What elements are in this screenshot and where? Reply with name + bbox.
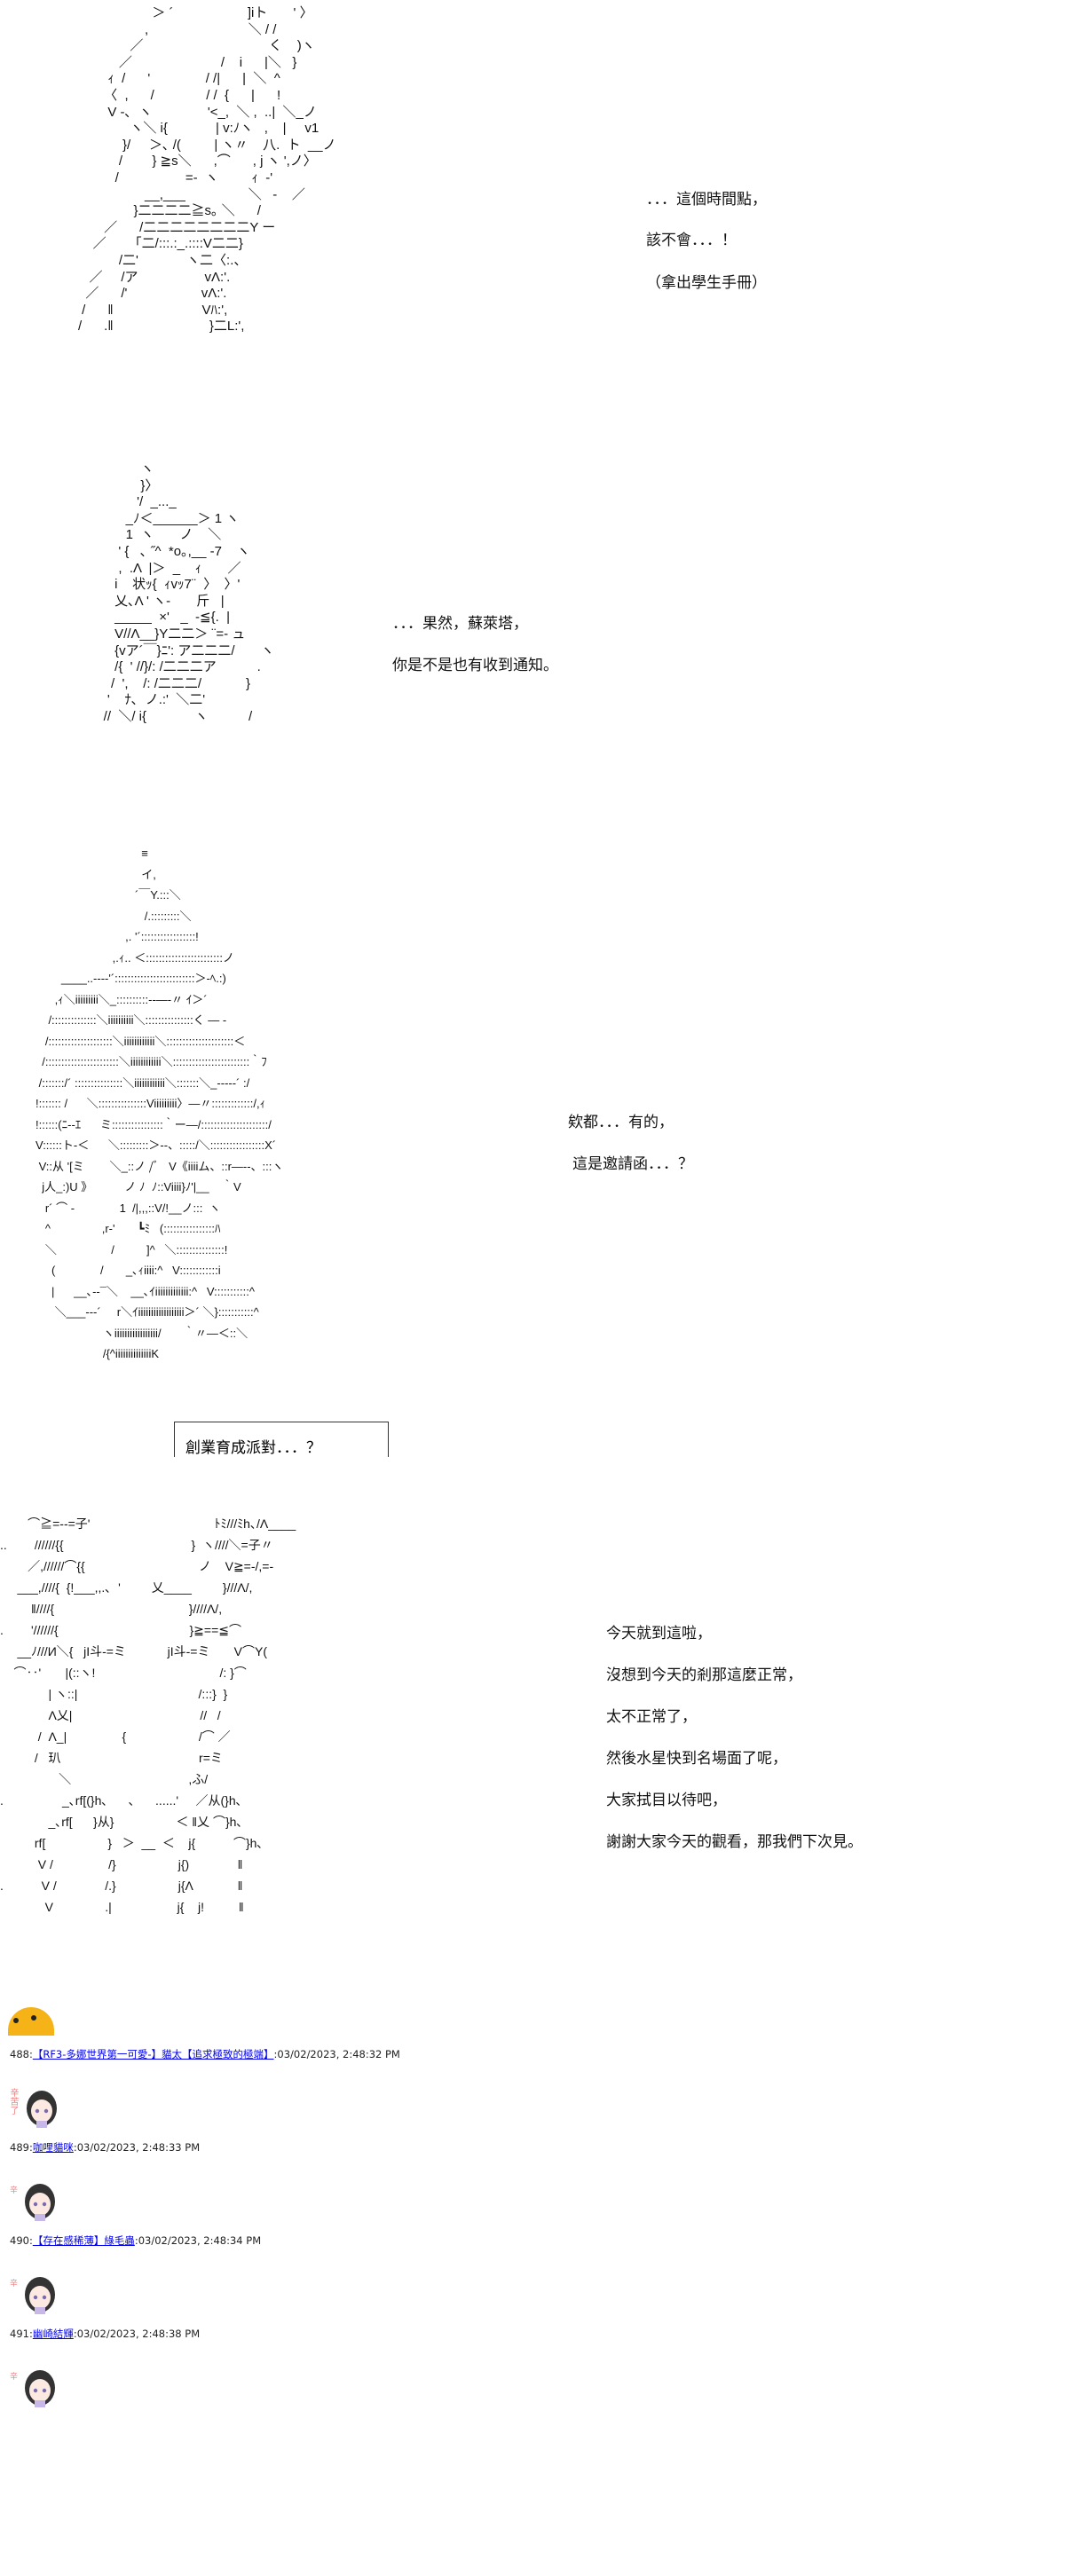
dialogue-line: 這是邀請函．．．？ bbox=[572, 1155, 693, 1173]
dialogue-scene-1: ．．．這個時間點， 該不會．．．！ （拿出學生手冊） bbox=[646, 179, 767, 305]
dialogue-scene-2: ．．．果然，蘇萊塔， 你是不是也有收到通知。 bbox=[392, 603, 558, 687]
dialogue-line: 今天就到這啦， bbox=[606, 1625, 712, 1642]
ascii-art-scene-4: ⌒≧=--=子' ﾄﾐ///ﾐh､/Λ____ .. //////{{ } ヽ/… bbox=[0, 1516, 296, 1914]
comment-time: :03/02/2023, 2:48:32 PM bbox=[273, 2048, 400, 2060]
comment-time: :03/02/2023, 2:48:33 PM bbox=[73, 2141, 201, 2154]
ascii-art-scene-2: ヽ }〉 '/ _..._ _ﾉ＜______＞ 1 ヽ 1 ヽ ノ ＼ ' {… bbox=[103, 461, 274, 724]
avatar-sticker-icon: 辛 bbox=[8, 2180, 59, 2221]
dialogue-line: 欸都．．．有的， bbox=[568, 1114, 674, 1131]
yellow-blob-sticker-icon bbox=[8, 2007, 54, 2036]
comment-meta: 490:【存在感稀薄】綠毛蟲:03/02/2023, 2:48:34 PM bbox=[10, 2233, 261, 2248]
avatar-sticker-icon: 辛 bbox=[8, 2367, 59, 2407]
comment-author-link[interactable]: 幽崎結輝 bbox=[32, 2328, 74, 2340]
sticker-text: 辛苦了 bbox=[8, 2088, 18, 2115]
dialogue-line: 然後水星快到名場面了呢， bbox=[606, 1750, 787, 1768]
dialogue-line: 謝謝大家今天的觀看，那我們下次見。 bbox=[606, 1833, 863, 1851]
ascii-art-scene-1: ＞ ´ ]iト ' 〉 , ＼ / / ／ く )ヽ ／ / i |＼ } bbox=[78, 5, 336, 335]
dialogue-scene-4: 今天就到這啦， 沒想到今天的剎那這麼正常， 太不正常了， 然後水星快到名場面了呢… bbox=[606, 1613, 863, 1863]
avatar-sticker-icon: 辛苦了 bbox=[8, 2087, 59, 2128]
dialogue-scene-3: 欸都．．．有的， 這是邀請函．．．？ bbox=[568, 1102, 693, 1186]
dialogue-line: 該不會．．．！ bbox=[646, 232, 737, 249]
comment-author-link[interactable]: 【RF3-多娜世界第一可愛-】貓太【追求極致的極端】 bbox=[32, 2048, 274, 2060]
comment-number: 488: bbox=[10, 2048, 33, 2060]
comment-time: :03/02/2023, 2:48:34 PM bbox=[134, 2234, 262, 2247]
dialogue-line: 沒想到今天的剎那這麼正常， bbox=[606, 1666, 802, 1684]
comment-meta: 488:【RF3-多娜世界第一可愛-】貓太【追求極致的極端】:03/02/202… bbox=[10, 2047, 400, 2061]
comment-number: 490: bbox=[10, 2234, 33, 2247]
caption-text: 創業育成派對．．．？ bbox=[185, 1439, 321, 1457]
dialogue-line: 太不正常了， bbox=[606, 1708, 697, 1726]
comment-time: :03/02/2023, 2:48:38 PM bbox=[73, 2328, 201, 2340]
ascii-art-scene-3: ≡ イ, ´￣Y.:::＼ /.:::::::::＼ ,. '´::::::::… bbox=[36, 847, 284, 1360]
avatar-sticker-icon: 辛 bbox=[8, 2273, 59, 2314]
comment-author-link[interactable]: 【存在感稀薄】綠毛蟲 bbox=[32, 2234, 135, 2247]
comment-number: 489: bbox=[10, 2141, 33, 2154]
comment-author-link[interactable]: 咖哩貓咪 bbox=[32, 2141, 74, 2154]
dialogue-line: 大家拭目以待吧， bbox=[606, 1792, 727, 1809]
dialogue-line: ．．．這個時間點， bbox=[646, 191, 767, 209]
svg-text:辛: 辛 bbox=[10, 2278, 18, 2288]
svg-text:辛: 辛 bbox=[10, 2371, 18, 2382]
dialogue-line: （拿出學生手冊） bbox=[646, 274, 767, 292]
comment-meta: 489:咖哩貓咪:03/02/2023, 2:48:33 PM bbox=[10, 2140, 200, 2155]
dialogue-line: ．．．果然，蘇萊塔， bbox=[392, 615, 528, 633]
comment-number: 491: bbox=[10, 2328, 33, 2340]
caption-box: 創業育成派對．．．？ bbox=[174, 1422, 389, 1457]
dialogue-line: 你是不是也有收到通知。 bbox=[392, 657, 558, 674]
svg-text:辛: 辛 bbox=[10, 2185, 18, 2195]
comment-meta: 491:幽崎結輝:03/02/2023, 2:48:38 PM bbox=[10, 2327, 200, 2341]
